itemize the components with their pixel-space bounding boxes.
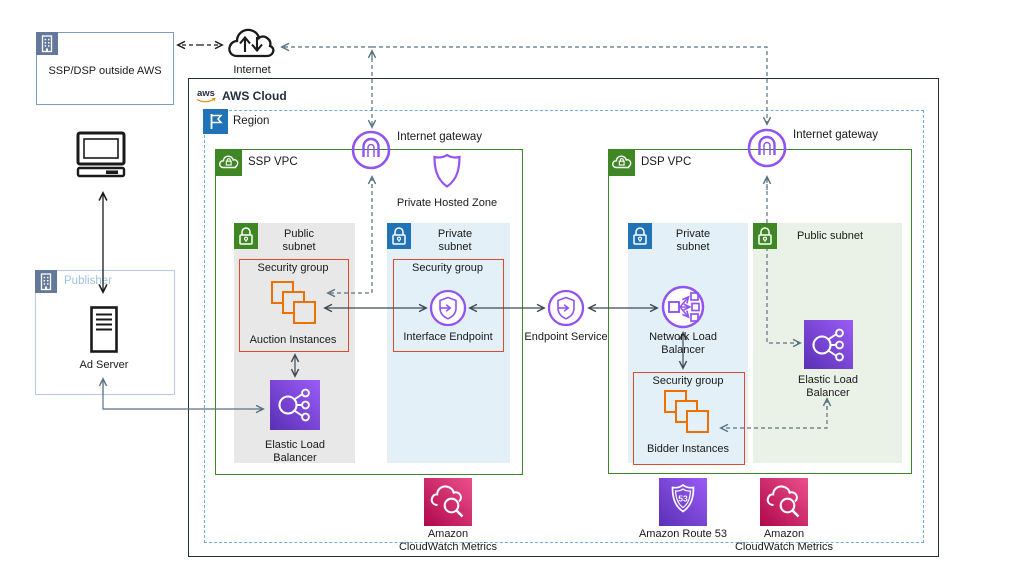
security-group-label: Security group: [652, 375, 724, 387]
route53-icon: 53: [659, 478, 707, 526]
bidder-instances-icon: [664, 390, 711, 435]
internet-gateway-label: Internet gateway: [397, 131, 483, 143]
region-flag-icon: [203, 109, 228, 134]
ad-server-label: Ad Server: [79, 359, 129, 371]
svg-text:53: 53: [678, 494, 688, 504]
region-label: Region: [233, 115, 270, 127]
network-load-balancer-icon: [661, 285, 705, 329]
outside-aws-label: SSP/DSP outside AWS: [48, 65, 162, 77]
private-subnet-lock-icon: [628, 223, 652, 249]
building-icon: [36, 32, 58, 55]
aws-logo-icon: aws: [195, 87, 219, 104]
elastic-load-balancer-icon: [270, 380, 320, 430]
endpoint-service-icon: [547, 289, 585, 327]
dsp-vpc-label: DSP VPC: [641, 156, 692, 168]
vpc-icon: [608, 149, 635, 176]
private-subnet-lock-icon: [387, 223, 411, 249]
endpoint-service-label: Endpoint Service: [524, 331, 608, 343]
internet-gateway-label: Internet gateway: [793, 129, 879, 141]
route53-label: Amazon Route 53: [638, 528, 728, 540]
ssp-vpc-box: [215, 149, 523, 475]
auction-instances-icon: [271, 281, 318, 326]
monitor-icon: [75, 131, 127, 179]
interface-endpoint-label: Interface Endpoint: [403, 331, 493, 343]
outside-aws-box: SSP/DSP outside AWS: [36, 32, 174, 105]
internet-gateway-icon: [747, 128, 787, 168]
security-group-label: Security group: [257, 262, 329, 274]
cloudwatch-metrics-icon: [760, 478, 808, 526]
cloudwatch-metrics-icon: [424, 478, 472, 526]
ad-server-icon: [90, 306, 118, 353]
dsp-public-subnet-label: Public subnet: [796, 230, 864, 242]
aws-cloud-label: AWS Cloud: [222, 89, 287, 103]
security-group-label: Security group: [412, 262, 483, 274]
ssp-vpc-label: SSP VPC: [248, 156, 298, 168]
building-icon: [35, 270, 57, 293]
public-subnet-lock-icon: [753, 223, 777, 249]
public-subnet-lock-icon: [234, 223, 258, 249]
private-hosted-zone-label: Private Hosted Zone: [396, 197, 498, 209]
vpc-icon: [215, 149, 242, 176]
internet-cloud-icon: [226, 24, 278, 64]
private-hosted-zone-icon: [427, 151, 467, 193]
auction-instances-label: Auction Instances: [249, 334, 337, 346]
publisher-label: Publisher: [64, 275, 112, 287]
svg-text:aws: aws: [197, 88, 215, 99]
internet-gateway-icon: [351, 130, 391, 170]
bidder-instances-label: Bidder Instances: [647, 443, 729, 455]
elastic-load-balancer-icon: [804, 320, 853, 369]
internet-label: Internet: [233, 64, 271, 76]
interface-endpoint-icon: [429, 289, 467, 327]
